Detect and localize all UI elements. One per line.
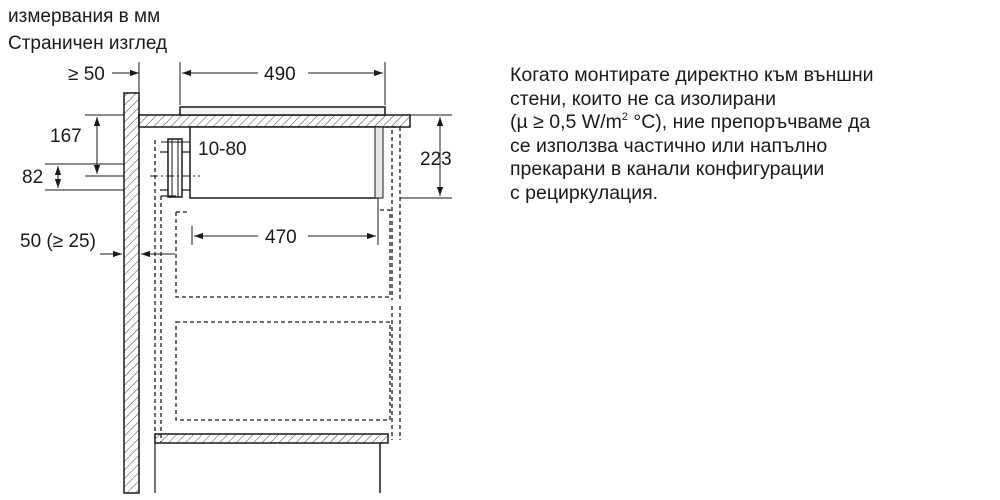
worktop — [138, 114, 411, 128]
plinth — [154, 443, 381, 493]
wall — [123, 92, 140, 494]
dim-width-top-label: 490 — [264, 64, 296, 85]
dim-wall-gap: ≥ 50 — [68, 62, 140, 115]
dim-wall-thickness: 50 (≥ 25) — [20, 231, 175, 258]
note-line-1: Когато монтирате директно към външни — [510, 64, 874, 86]
dim-wall-thickness-label: 50 (≥ 25) — [20, 231, 96, 252]
dim-height-167: 167 — [50, 114, 124, 177]
upper-drawer — [175, 209, 391, 298]
cabinet-bottom — [154, 433, 389, 444]
cabinet-front — [378, 126, 401, 440]
dim-wall-gap-label: ≥ 50 — [68, 64, 105, 85]
dim-range-10-80: 10-80 — [161, 139, 247, 160]
note-line-6: с рециркулация. — [510, 181, 659, 204]
duct-connector — [150, 138, 200, 198]
note-line-3-sup: 2 — [621, 111, 628, 123]
note-line-4: се използва частично или напълно — [510, 134, 828, 157]
installation-note: Когато монтирате директно към външни сте… — [510, 64, 980, 205]
dim-width-470: 470 — [191, 198, 379, 248]
dim-height-223: 223 — [400, 114, 452, 199]
hob-body — [189, 126, 384, 199]
dim-width-top: 490 — [179, 62, 386, 105]
note-line-3: (µ ≥ 0,5 W/m2 °C), ние препоръчваме да — [510, 111, 980, 135]
units-label: измервания в мм — [8, 6, 161, 27]
note-line-3-post: °C), ние препоръчваме да — [627, 111, 871, 133]
dim-range-10-80-label: 10-80 — [198, 139, 247, 160]
dim-height-82: 82 — [22, 163, 124, 191]
note-line-3-pre: (µ ≥ 0,5 W/m — [510, 111, 622, 133]
view-label: Страничен изглед — [8, 33, 168, 54]
dim-height-82-label: 82 — [22, 167, 43, 188]
note-line-5: прекарани в канали конфигурации — [510, 158, 825, 180]
dim-width-470-label: 470 — [265, 227, 297, 248]
note-line-2: стени, които не са изолирани — [510, 87, 776, 110]
dim-height-223-label: 223 — [420, 149, 452, 170]
dim-height-167-label: 167 — [50, 126, 82, 147]
back-panel — [154, 140, 176, 442]
lower-drawer — [175, 321, 391, 421]
hob-glass — [179, 106, 386, 116]
